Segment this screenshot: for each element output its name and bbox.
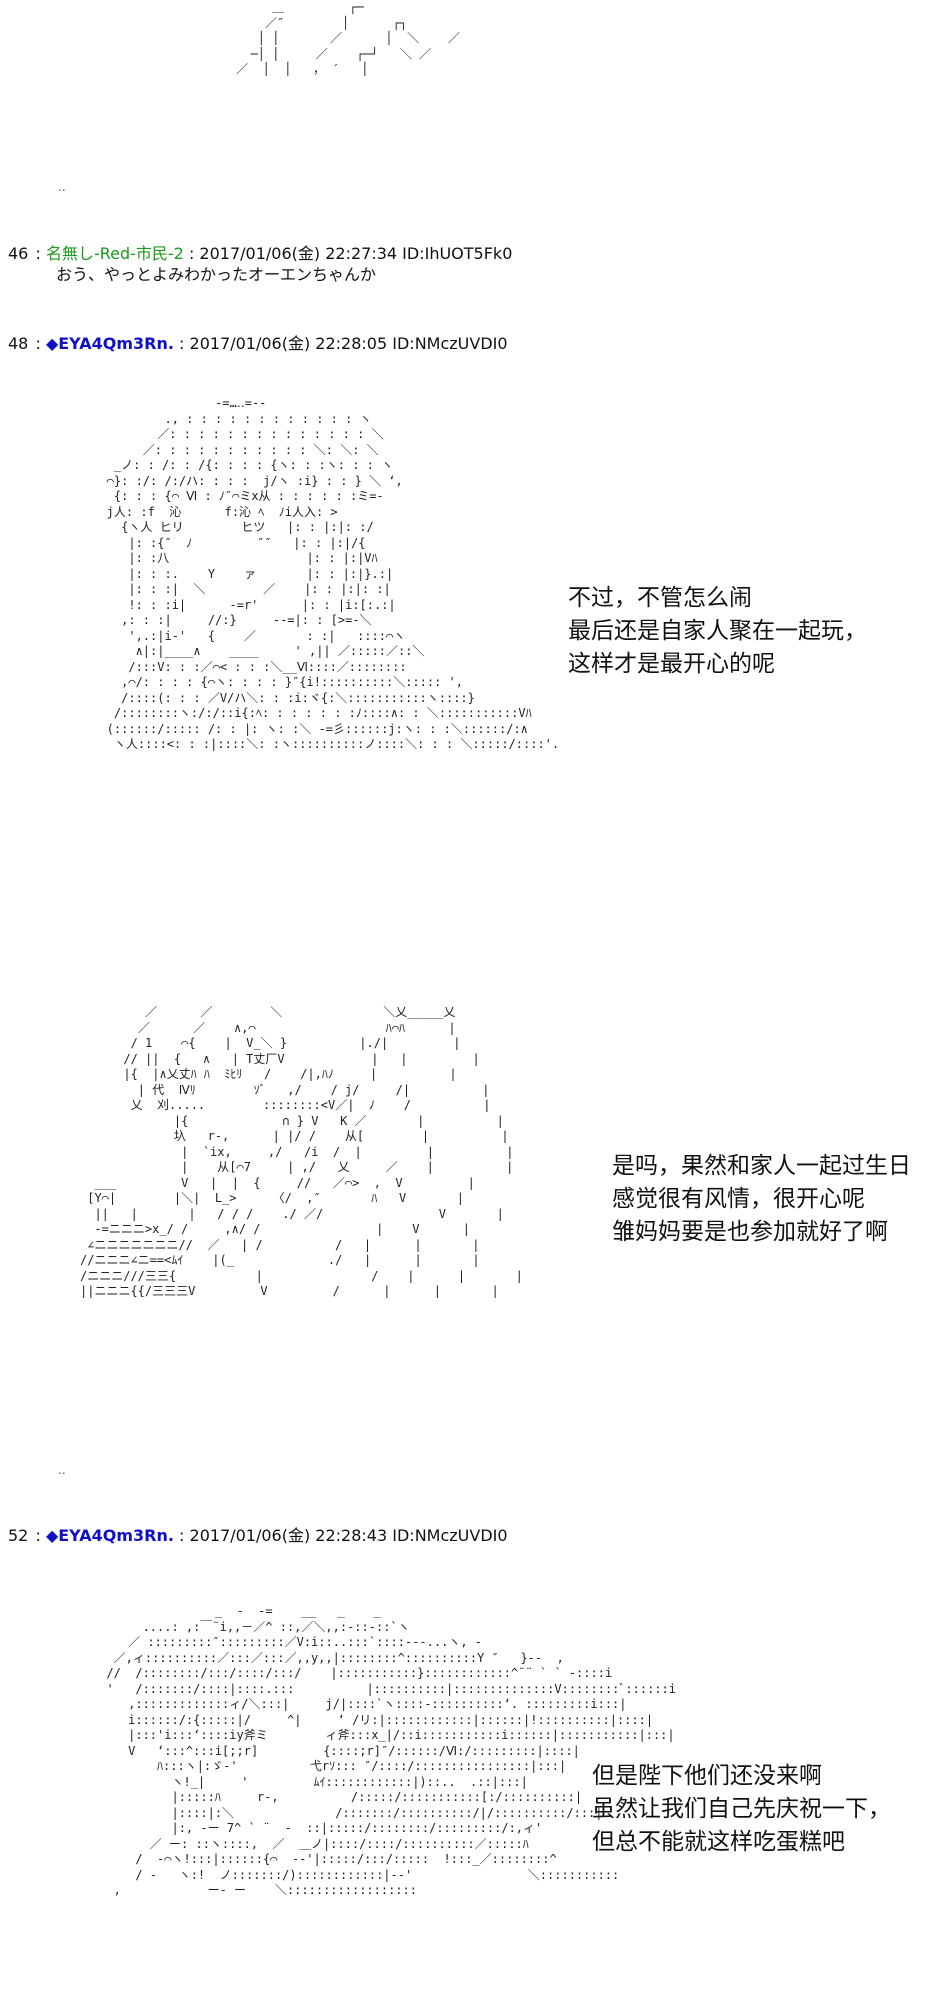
post-number: 46: [8, 244, 29, 263]
post-body-46: おう、やっとよみわかったオーエンちゃんか: [56, 265, 377, 284]
dialogue-caption-1: 不过，不管怎么闹 最后还是自家人聚在一起玩， 这样才是最开心的呢: [568, 585, 867, 677]
post-date: 2017/01/06(金) 22:28:43: [189, 1526, 388, 1545]
poster-name[interactable]: 名無し-Red-市民-2: [45, 244, 184, 263]
post-header-46: 46 : 名無し-Red-市民-2 : 2017/01/06(金) 22:27:…: [8, 240, 512, 264]
ellipsis-separator: ..: [58, 180, 66, 194]
post-separator: :: [35, 1526, 41, 1545]
ascii-art-top: ＿ ┌─ ／″ │ ┌┐ │ │ ／ │ ＼ ／ ─│ │ ／ ┌─┘ ＼ ／ …: [236, 0, 460, 76]
post-separator: :: [35, 334, 41, 353]
dialogue-caption-2: 是吗，果然和家人一起过生日 感觉很有风情，很开心呢 雏妈妈要是也参加就好了啊: [612, 1153, 911, 1245]
ellipsis-separator: ..: [58, 1463, 66, 1477]
post-separator: :: [179, 334, 185, 353]
post-date: 2017/01/06(金) 22:28:05: [189, 334, 388, 353]
post-number: 52: [8, 1526, 29, 1545]
post-separator: :: [188, 244, 195, 263]
ascii-art-character-3: _ ‐ ‐= __ _ _ ....: ,:￣¨i,,－／^ ::,／＼,,:-…: [106, 1604, 676, 1897]
poster-id[interactable]: ID:NMczUVDI0: [392, 334, 508, 353]
post-separator: :: [35, 244, 41, 263]
poster-name[interactable]: ◆EYA4Qm3Rn.: [45, 1526, 174, 1545]
ascii-art-character-1: -=…‥=-- ., : : : : : : : : : : : : ヽ ／: …: [106, 396, 560, 751]
dialogue-caption-3: 但是陛下他们还没来啊 虽然让我们自己先庆祝一下， 但总不能就这样吃蛋糕吧: [592, 1763, 891, 1855]
ascii-art-character-2: ／ ／ ＼ ＼乂_____乂 ／ ／ ∧,⌒ ﾊ⌒ﾊ | / 1 ⌒{ | V_…: [80, 1005, 523, 1298]
poster-id[interactable]: ID:IhUOT5Fk0: [402, 244, 513, 263]
post-header-48: 48 : ◆EYA4Qm3Rn. : 2017/01/06(金) 22:28:0…: [8, 330, 508, 354]
poster-name[interactable]: ◆EYA4Qm3Rn.: [45, 334, 174, 353]
post-header-52: 52 : ◆EYA4Qm3Rn. : 2017/01/06(金) 22:28:4…: [8, 1522, 508, 1546]
poster-id[interactable]: ID:NMczUVDI0: [392, 1526, 508, 1545]
post-number: 48: [8, 334, 29, 353]
post-date: 2017/01/06(金) 22:27:34: [199, 244, 398, 263]
post-separator: :: [179, 1526, 185, 1545]
